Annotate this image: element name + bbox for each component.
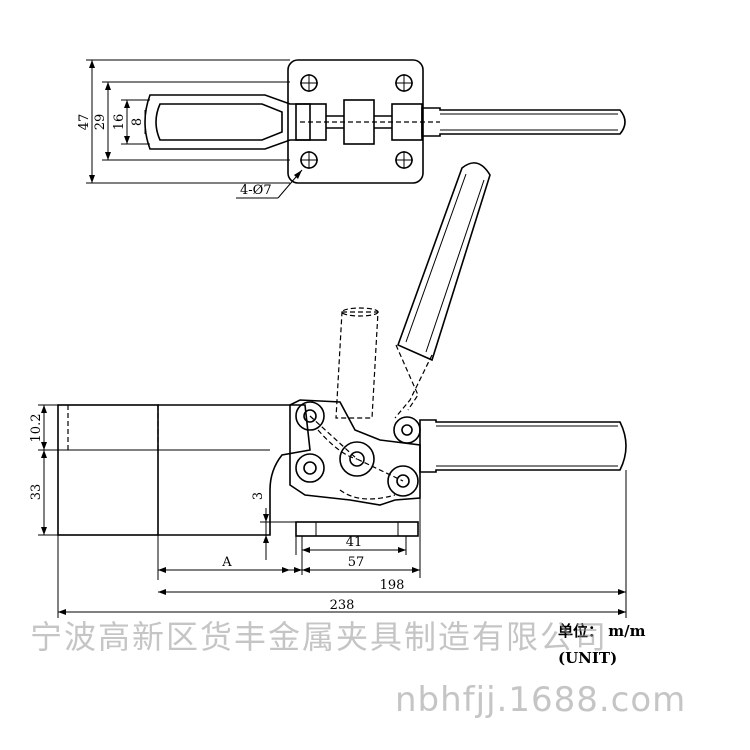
- dim-16: 16: [112, 114, 127, 131]
- side-view-vertical-dims: [38, 404, 60, 536]
- pivot-bottom-right: [387, 465, 419, 497]
- raised-handle-grip: [396, 162, 491, 362]
- base: [295, 521, 419, 537]
- units-label: 单位： m/m: [558, 622, 646, 640]
- dim-47: 47: [77, 114, 92, 131]
- clamp-arm-left: [57, 404, 159, 536]
- dim-198: 198: [380, 578, 405, 593]
- top-view-holes: [300, 74, 413, 169]
- top-view-slot: [155, 103, 283, 141]
- dim-holes: 4-Ø7: [240, 183, 272, 198]
- horizontal-dimensions: 41 A 57 198 238: [57, 470, 627, 618]
- dim-3: 3: [251, 492, 266, 500]
- pivot-top-left: [295, 401, 325, 431]
- raised-handle-link: [395, 344, 419, 411]
- clamp-arm-right: [158, 404, 311, 536]
- top-view-handle: [421, 107, 626, 137]
- dim-29: 29: [93, 114, 108, 131]
- pivot-right: [393, 416, 421, 444]
- dim-238: 238: [330, 598, 355, 613]
- top-view-clamp-bar: [144, 94, 311, 150]
- dim-57: 57: [348, 555, 365, 570]
- units-en: (UNIT): [558, 649, 617, 667]
- dim-41: 41: [346, 535, 363, 550]
- pivot-center: [339, 441, 375, 477]
- dim-33: 33: [29, 484, 44, 501]
- side-view: 10.2 33 3: [29, 162, 627, 560]
- spindle-ghost: [335, 311, 379, 419]
- dim-10-2: 10.2: [29, 414, 44, 443]
- pivot-bottom-left: [295, 453, 325, 483]
- horizontal-handle: [419, 419, 627, 473]
- top-view: 47 29 16 8 4-Ø7: [77, 59, 626, 199]
- dim-A: A: [221, 555, 232, 570]
- top-view-dimension-lines: [86, 59, 290, 184]
- watermark-site: nbhfjj.1688.com: [395, 680, 687, 720]
- dim-8: 8: [130, 118, 145, 126]
- watermark-company: 宁波高新区货丰金属夹具制造有限公司: [30, 618, 609, 656]
